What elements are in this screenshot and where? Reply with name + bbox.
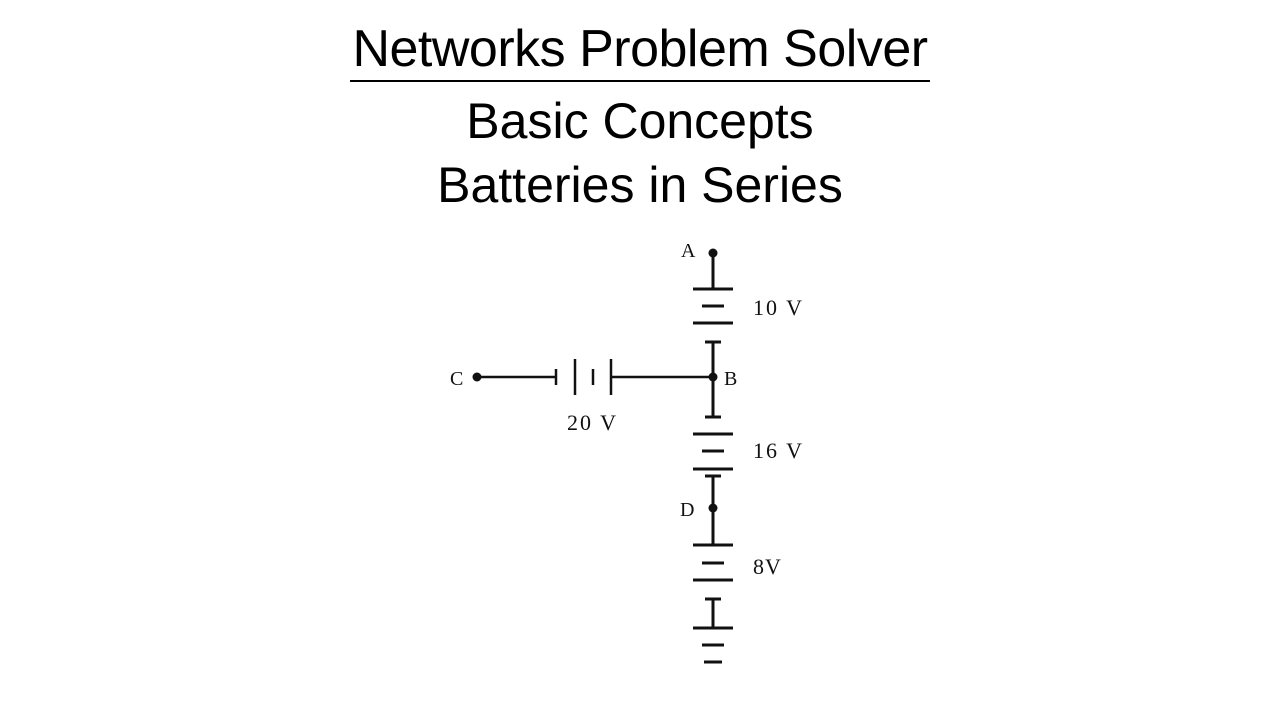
slide-title: Networks Problem Solver [350, 20, 930, 82]
circuit-nodes [472, 248, 718, 513]
node-a-dot [708, 248, 718, 258]
battery-10v-label: 10 V [753, 295, 804, 320]
battery-8v-label: 8V [753, 554, 782, 579]
node-a-label: A [681, 240, 696, 262]
node-c-dot [472, 372, 482, 382]
battery-16v-label: 16 V [753, 438, 804, 463]
node-d-label: D [680, 499, 694, 521]
slide-title-container: Networks Problem Solver [0, 14, 1280, 84]
slide-subtitle-batteries-in-series: Batteries in Series [437, 157, 843, 213]
circuit-wires [477, 253, 733, 664]
node-b-dot [708, 372, 718, 382]
slide-subtitle-basic-concepts: Basic Concepts [466, 93, 814, 149]
node-c-label: C [450, 368, 463, 390]
node-b-label: B [724, 368, 737, 390]
node-d-dot [708, 503, 718, 513]
battery-20v-label: 20 V [567, 410, 618, 435]
